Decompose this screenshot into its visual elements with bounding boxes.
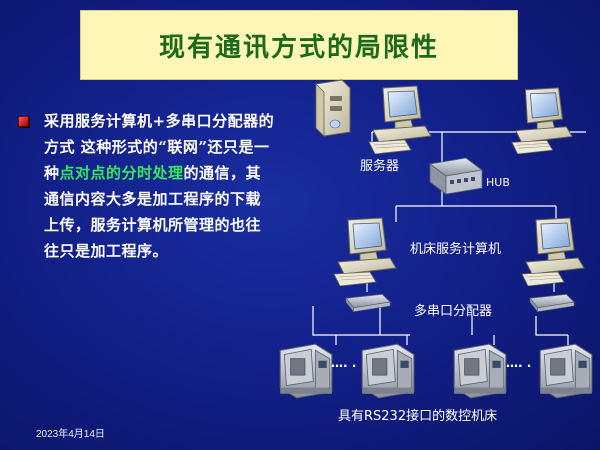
body-text-part1: 采用服务计算机+多串口分配器的方式 这种形式的“联网”还只是一种 — [44, 112, 275, 182]
label-machines: 具有RS232接口的数控机床 — [338, 409, 498, 424]
cnc-machine-3-icon — [453, 343, 507, 399]
body-text-part2: 的通信，其通信内容大多是加工程序的下载上传，服务计算机所管理的也往往只是加工程序… — [44, 164, 262, 260]
serial-splitter-right-icon — [529, 293, 575, 313]
cnc-machine-2-icon — [361, 343, 415, 399]
cnc-machine-4-icon — [539, 343, 593, 399]
body-paragraph: 采用服务计算机+多串口分配器的方式 这种形式的“联网”还只是一种点对点的分时处理… — [44, 108, 276, 264]
hub-icon — [429, 157, 483, 195]
ellipsis-left: …. . — [331, 356, 357, 370]
label-server: 服务器 — [360, 159, 400, 174]
machine-service-pc-right-icon — [521, 217, 585, 286]
label-service-pc: 机床服务计算机 — [410, 242, 502, 257]
slide-title: 现有通讯方式的局限性 — [158, 32, 439, 63]
machine-service-pc-left-icon — [333, 217, 397, 286]
label-serial-splitter: 多串口分配器 — [414, 304, 493, 319]
title-box: 现有通讯方式的局限性 — [80, 10, 518, 80]
ellipsis-right: …. . — [506, 356, 532, 370]
server-tower-icon — [315, 79, 351, 137]
body-text-highlight: 点对点的分时处理 — [59, 164, 184, 182]
remote-workstation-icon — [511, 87, 573, 154]
label-hub: HUB — [486, 176, 510, 189]
bullet-marker-icon — [18, 116, 29, 127]
cnc-machine-1-icon — [279, 343, 333, 399]
slide-date: 2023年4月14日 — [36, 429, 105, 440]
serial-splitter-left-icon — [345, 293, 391, 313]
server-workstation-icon — [368, 85, 432, 154]
